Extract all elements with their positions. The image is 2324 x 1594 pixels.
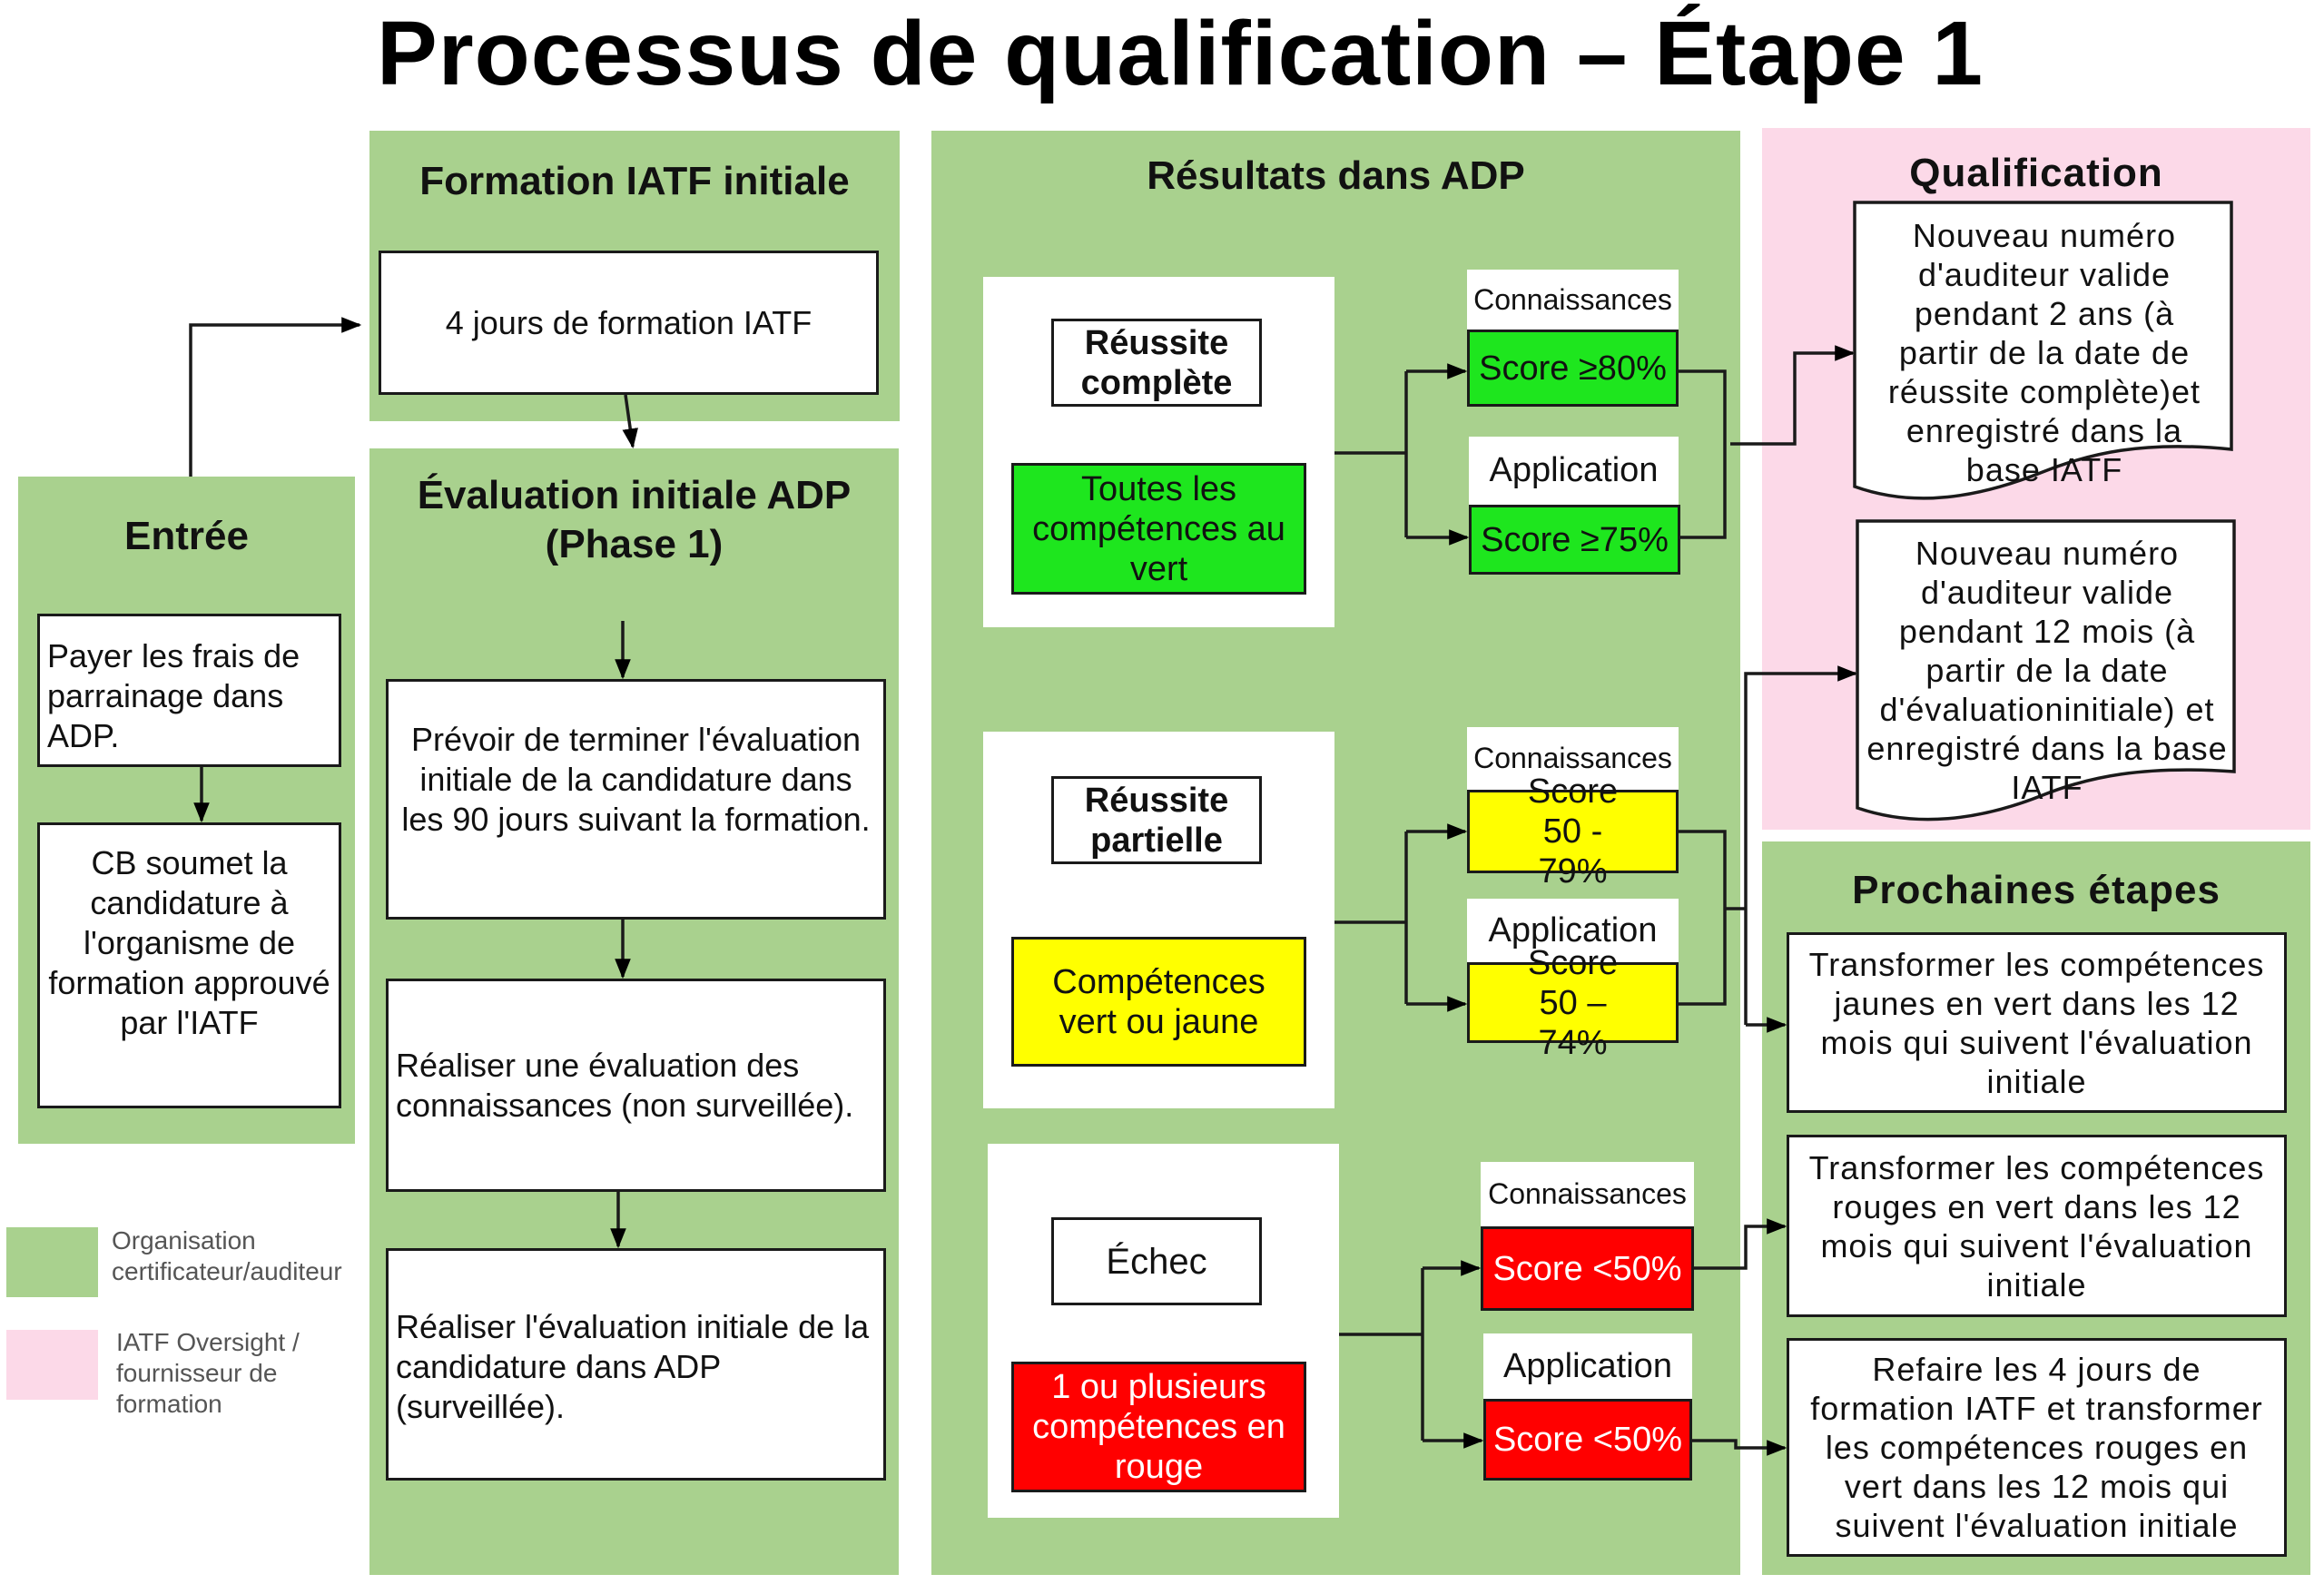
evaluation-step-text: Réaliser l'évaluation initiale de la can… — [396, 1308, 870, 1425]
prochaines-title: Prochaines étapes — [1852, 868, 2221, 912]
entree-step-text: Payer les frais de parrainage dans ADP. — [47, 637, 300, 754]
application-label: Application — [1467, 899, 1679, 962]
evaluation-title-line1: Évaluation initiale ADP — [417, 473, 852, 517]
knowledge-score-full: Score ≥80% — [1467, 330, 1679, 407]
next-step-text: Transformer les compétences rouges en ve… — [1808, 1148, 2265, 1304]
evaluation-step-text: Réaliser une évaluation des connaissance… — [396, 1046, 854, 1124]
evaluation-step-knowledge[interactable]: Réaliser une évaluation des connaissance… — [386, 979, 886, 1192]
status-failure: Échec — [1051, 1217, 1262, 1305]
application-score-fail: Score <50% — [1483, 1399, 1692, 1481]
evaluation-step-text: Prévoir de terminer l'évaluation initial… — [401, 721, 871, 838]
application-label: Application — [1483, 1333, 1692, 1399]
entree-title: Entrée — [124, 514, 249, 558]
knowledge-label: Connaissances — [1467, 727, 1679, 790]
entree-step-submit-application[interactable]: CB soumet la candidature à l'organisme d… — [37, 822, 341, 1108]
entree-step-pay-fees[interactable]: Payer les frais de parrainage dans ADP. — [37, 614, 341, 767]
formation-title: Formation IATF initiale — [419, 159, 850, 203]
qualification-doc-2yr[interactable]: Nouveau numéro d'auditeur valide pendant… — [1872, 207, 2217, 488]
legend-label-iatf: IATF Oversight / fournisseur de formatio… — [116, 1328, 300, 1418]
evaluation-title-line2: (Phase 1) — [545, 522, 724, 566]
evaluation-step-plan[interactable]: Prévoir de terminer l'évaluation initial… — [386, 679, 886, 920]
competences-red: 1 ou plusieurs compétences en rouge — [1011, 1362, 1306, 1492]
next-step-retrain[interactable]: Refaire les 4 jours de formation IATF et… — [1787, 1338, 2287, 1557]
qualification-title: Qualification — [1909, 151, 2163, 195]
qualification-doc-text: Nouveau numéro d'auditeur valide pendant… — [1887, 217, 2201, 488]
application-label: Application — [1469, 437, 1679, 505]
formation-step-training[interactable]: 4 jours de formation IATF — [379, 251, 879, 395]
status-partial-success: Réussite partielle — [1051, 776, 1262, 864]
status-full-success: Réussite complète — [1051, 319, 1262, 407]
knowledge-score-fail: Score <50% — [1481, 1226, 1694, 1311]
resultats-title: Résultats dans ADP — [1147, 153, 1525, 198]
legend-label-organisation: Organisation certificateur/auditeur — [112, 1226, 342, 1285]
competences-all-green: Toutes les compétences au vert — [1011, 463, 1306, 595]
qualification-doc-12mo[interactable]: Nouveau numéro d'auditeur valide pendant… — [1866, 525, 2229, 806]
page-title: Processus de qualification – Étape 1 — [377, 3, 1984, 104]
next-step-red-to-green[interactable]: Transformer les compétences rouges en ve… — [1787, 1135, 2287, 1317]
legend-swatch-organisation — [6, 1227, 98, 1297]
knowledge-label: Connaissances — [1481, 1162, 1694, 1226]
competences-green-or-yellow: Compétences vert ou jaune — [1011, 937, 1306, 1067]
formation-step-text: 4 jours de formation IATF — [445, 303, 812, 341]
application-score-partial: Score 50 – 74% — [1467, 944, 1679, 1062]
knowledge-score-partial: Score 50 - 79% — [1467, 772, 1679, 890]
connector-entree-to-formation — [189, 317, 362, 477]
evaluation-step-initial[interactable]: Réaliser l'évaluation initiale de la can… — [386, 1248, 886, 1481]
knowledge-label: Connaissances — [1467, 270, 1679, 330]
next-step-yellow-to-green[interactable]: Transformer les compétences jaunes en ve… — [1787, 932, 2287, 1113]
qualification-doc-text: Nouveau numéro d'auditeur valide pendant… — [1866, 535, 2228, 806]
application-score-full: Score ≥75% — [1469, 505, 1680, 575]
next-step-text: Refaire les 4 jours de formation IATF et… — [1810, 1351, 2263, 1544]
entree-step-text: CB soumet la candidature à l'organisme d… — [48, 844, 330, 1041]
next-step-text: Transformer les compétences jaunes en ve… — [1808, 945, 2265, 1100]
legend-swatch-iatf — [6, 1330, 98, 1400]
